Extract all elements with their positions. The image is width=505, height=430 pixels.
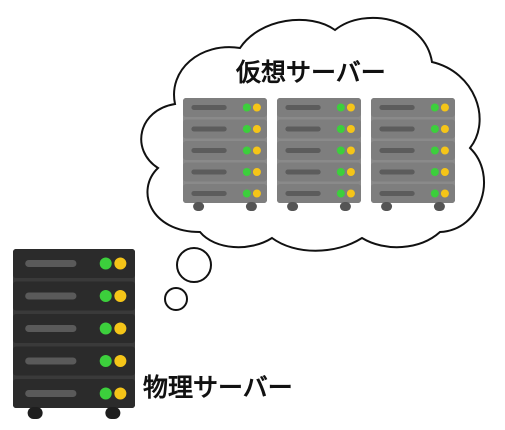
status-led-green-icon [242, 125, 251, 133]
server-foot-right [433, 202, 445, 211]
status-led-green-icon [99, 355, 112, 367]
status-led-green-icon [99, 387, 112, 400]
cloud-bubble-large [176, 247, 212, 283]
physical-server-group [13, 249, 135, 419]
server-slot [379, 169, 415, 175]
status-led-green-icon [430, 125, 439, 133]
server-slot [191, 169, 227, 175]
server-slot [191, 105, 227, 110]
status-led-yellow-icon [440, 146, 449, 155]
status-led-green-icon [242, 189, 251, 198]
server-foot-right [105, 407, 121, 419]
server-slot [379, 105, 415, 110]
physical-server-label: 物理サーバー [143, 373, 293, 402]
status-led-green-icon [99, 322, 112, 335]
server-slot [25, 357, 77, 365]
status-led-yellow-icon [346, 103, 355, 112]
status-led-green-icon [336, 168, 345, 176]
server-foot-left [287, 202, 299, 211]
server-rack-icon [277, 98, 361, 211]
status-led-green-icon [99, 290, 112, 302]
status-led-green-icon [430, 168, 439, 176]
status-led-yellow-icon [252, 125, 261, 133]
status-led-green-icon [242, 103, 251, 112]
server-rack-icon [183, 98, 267, 211]
server-slot [285, 126, 321, 132]
status-led-yellow-icon [252, 146, 261, 155]
status-led-yellow-icon [346, 189, 355, 198]
status-led-yellow-icon [346, 168, 355, 176]
status-led-green-icon [242, 168, 251, 176]
status-led-yellow-icon [252, 168, 261, 176]
server-slot [25, 325, 77, 332]
server-slot [191, 191, 227, 196]
status-led-yellow-icon [440, 189, 449, 198]
status-led-green-icon [242, 146, 251, 155]
server-slot [379, 191, 415, 196]
server-foot-left [381, 202, 393, 211]
server-slot [191, 148, 227, 153]
virtual-server-label: 仮想サーバー [236, 58, 386, 87]
server-slot [379, 148, 415, 153]
server-slot [25, 292, 77, 300]
status-led-green-icon [430, 146, 439, 155]
server-slot [285, 105, 321, 110]
status-led-green-icon [336, 146, 345, 155]
server-foot-right [245, 202, 257, 211]
server-slot [25, 390, 77, 397]
server-slot [191, 126, 227, 132]
server-slot [285, 148, 321, 153]
server-rack-icon [13, 249, 135, 419]
status-led-yellow-icon [114, 355, 127, 367]
server-foot-left [27, 407, 43, 419]
server-foot-left [193, 202, 205, 211]
status-led-yellow-icon [114, 257, 127, 270]
status-led-yellow-icon [114, 322, 127, 335]
server-slot [285, 169, 321, 175]
server-slot [25, 260, 77, 267]
virtual-servers-group [183, 98, 455, 211]
status-led-green-icon [430, 103, 439, 112]
status-led-yellow-icon [252, 189, 261, 198]
status-led-yellow-icon [346, 125, 355, 133]
status-led-yellow-icon [440, 125, 449, 133]
server-foot-right [339, 202, 351, 211]
status-led-yellow-icon [440, 168, 449, 176]
server-rack-icon [371, 98, 455, 211]
server-slot [285, 191, 321, 196]
cloud-bubble-small [164, 287, 188, 311]
status-led-yellow-icon [252, 103, 261, 112]
status-led-green-icon [99, 257, 112, 270]
status-led-yellow-icon [114, 290, 127, 302]
status-led-yellow-icon [440, 103, 449, 112]
status-led-green-icon [336, 189, 345, 198]
status-led-yellow-icon [346, 146, 355, 155]
status-led-green-icon [336, 125, 345, 133]
status-led-green-icon [430, 189, 439, 198]
server-slot [379, 126, 415, 132]
status-led-green-icon [336, 103, 345, 112]
status-led-yellow-icon [114, 387, 127, 400]
